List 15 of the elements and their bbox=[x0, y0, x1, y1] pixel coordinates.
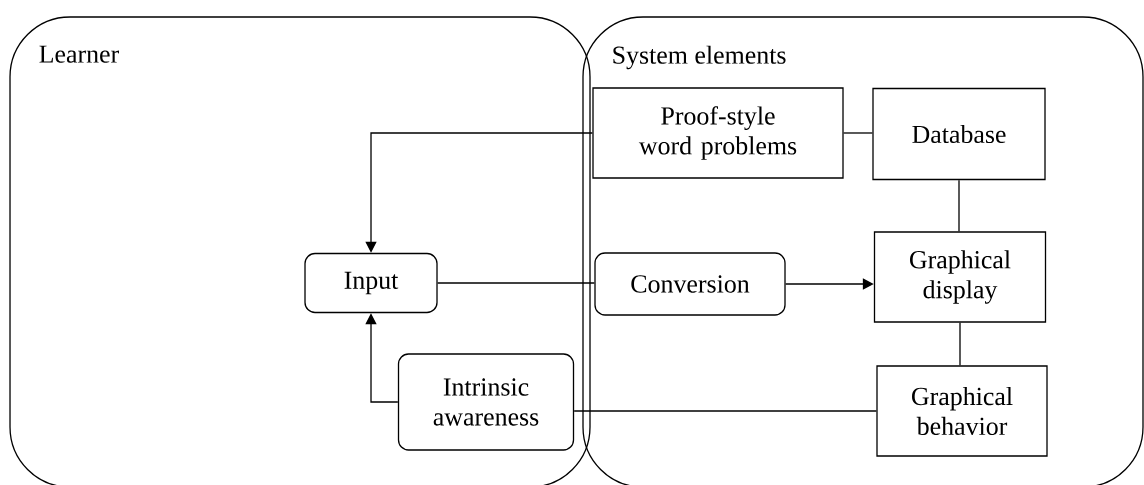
process-box: Proof-style word problems bbox=[592, 87, 844, 179]
connector bbox=[365, 132, 593, 253]
connector bbox=[843, 132, 873, 134]
connector bbox=[573, 410, 877, 412]
process-box: Graphical behavior bbox=[876, 365, 1048, 457]
connector bbox=[959, 322, 961, 366]
connector bbox=[437, 282, 595, 284]
rounded-box: Intrinsic awareness bbox=[397, 353, 575, 451]
connector bbox=[958, 179, 960, 232]
process-box: Graphical display bbox=[873, 231, 1047, 323]
connector bbox=[785, 278, 874, 290]
rounded-box: Input bbox=[304, 252, 438, 314]
process-box: Database bbox=[872, 87, 1046, 181]
connector bbox=[365, 313, 399, 403]
rounded-box: Conversion bbox=[594, 252, 786, 316]
